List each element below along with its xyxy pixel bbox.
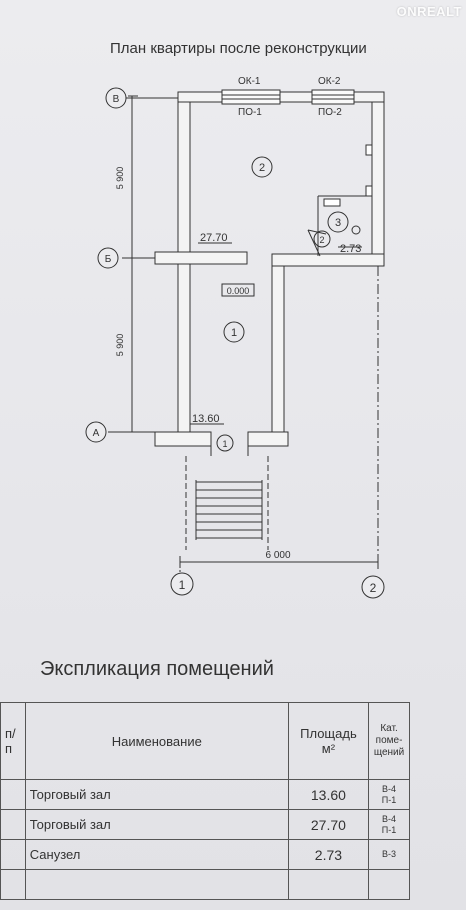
window-label-ok1: ОК-1 bbox=[238, 76, 261, 87]
table-row-empty bbox=[0, 869, 410, 900]
header-name: Наименование bbox=[24, 702, 289, 780]
explication-title: Экспликация помещений bbox=[40, 658, 274, 680]
wall-top bbox=[177, 91, 385, 103]
room-number-3: 3 bbox=[335, 217, 341, 229]
room-area-2: 27.70 bbox=[200, 232, 228, 244]
wall-right-upper bbox=[371, 91, 385, 261]
row-category: В-4 П-1 bbox=[368, 809, 410, 840]
wall-partition-left bbox=[154, 251, 248, 265]
room-marker-2 bbox=[251, 156, 273, 178]
wall-inner-lower bbox=[271, 265, 285, 433]
watermark-logo: ONREALT bbox=[396, 4, 462, 19]
explication-table: п/п Наименование Площадь м² Кат. поме- щ… bbox=[0, 702, 410, 900]
axis-label-1: 1 bbox=[179, 578, 186, 592]
wall-left-upper bbox=[177, 91, 191, 253]
axis-label-v: В bbox=[113, 94, 120, 105]
window-ok1 bbox=[221, 89, 281, 105]
row-area: 13.60 bbox=[287, 779, 370, 810]
table-row: Торговый зал 13.60 В-4 П-1 bbox=[0, 779, 410, 810]
floor-plan-drawing: ОК-1 ПО-1 ОК-2 ПО-2 В Б А 1 2 5 900 5 90… bbox=[85, 76, 385, 599]
room-marker-1 bbox=[223, 321, 245, 343]
fixture-marker bbox=[313, 230, 331, 248]
row-name: Торговый зал bbox=[24, 779, 289, 810]
fixture-number: 2 bbox=[319, 235, 324, 245]
level-mark-box bbox=[221, 283, 255, 297]
window-label-ok2: ОК-2 bbox=[318, 76, 341, 87]
axis-label-2: 2 bbox=[370, 581, 377, 595]
room-number-1: 1 bbox=[231, 327, 237, 339]
row-area: 27.70 bbox=[287, 809, 370, 840]
header-num: п/п bbox=[0, 702, 26, 780]
axis-bubble-b bbox=[97, 247, 119, 269]
room-marker-3 bbox=[327, 211, 349, 233]
axis-bubble-v bbox=[105, 87, 127, 109]
header-category: Кат. поме- щений bbox=[368, 702, 410, 780]
wall-bottom-left bbox=[154, 431, 212, 447]
window-ok2 bbox=[311, 89, 355, 105]
window-label-po1: ПО-1 bbox=[238, 107, 262, 118]
dim-upper-vertical: 5 900 bbox=[115, 167, 125, 190]
plan-title: План квартиры после реконструкции bbox=[110, 40, 367, 57]
room-area-1: 13.60 bbox=[192, 413, 220, 425]
entrance-number: 1 bbox=[222, 439, 227, 449]
window-label-po2: ПО-2 bbox=[318, 107, 342, 118]
axis-label-a: А bbox=[93, 428, 100, 439]
axis-bubble-2 bbox=[361, 575, 385, 599]
row-category: В-3 bbox=[368, 839, 410, 870]
dim-horizontal: 6 000 bbox=[265, 550, 290, 561]
dim-lower-vertical: 5 900 bbox=[115, 334, 125, 357]
table-row: Торговый зал 27.70 В-4 П-1 bbox=[0, 809, 410, 840]
wall-partition-right bbox=[271, 253, 385, 267]
room-area-3: 2.73 bbox=[340, 243, 361, 255]
row-name: Санузел bbox=[24, 839, 289, 870]
entrance-marker bbox=[216, 434, 234, 452]
axis-bubble-1 bbox=[170, 572, 194, 596]
row-area: 2.73 bbox=[287, 839, 370, 870]
table-header-row: п/п Наименование Площадь м² Кат. поме- щ… bbox=[0, 702, 410, 780]
table-row: Санузел 2.73 В-3 bbox=[0, 839, 410, 870]
row-category: В-4 П-1 bbox=[368, 779, 410, 810]
level-mark: 0.000 bbox=[227, 286, 250, 296]
axis-label-b: Б bbox=[105, 254, 112, 265]
axis-bubble-a bbox=[85, 421, 107, 443]
header-area: Площадь м² bbox=[287, 702, 370, 780]
room-number-2: 2 bbox=[259, 162, 265, 174]
row-name: Торговый зал bbox=[24, 809, 289, 840]
wall-left-lower bbox=[177, 263, 191, 433]
wall-bottom-right bbox=[247, 431, 289, 447]
